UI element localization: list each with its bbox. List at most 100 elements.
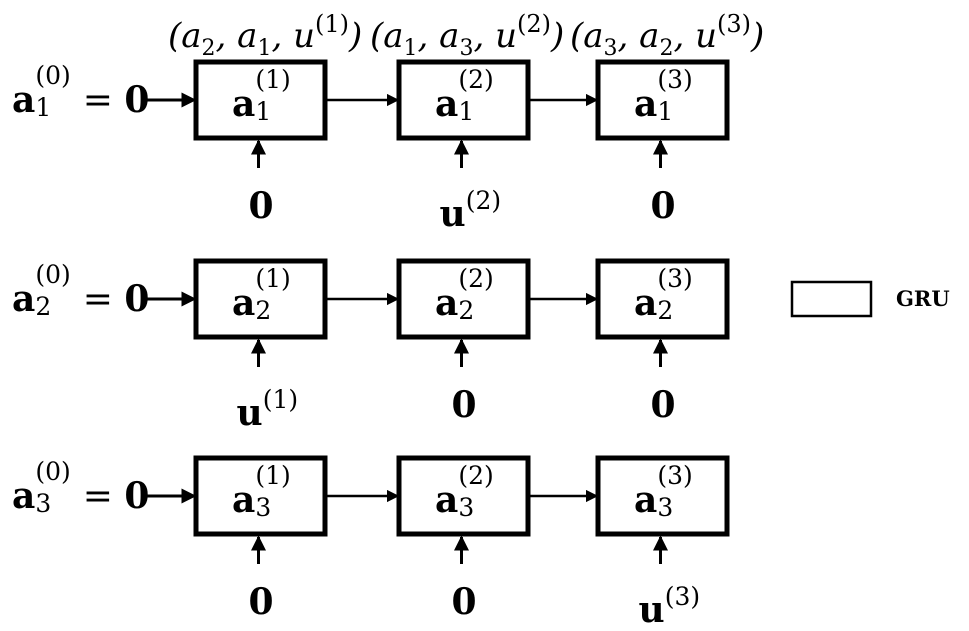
initial-state-symbol: a: [12, 278, 36, 320]
gru-cell-box: [396, 258, 531, 340]
initial-state-agent: 3: [35, 489, 52, 518]
input-symbol: 0: [248, 581, 274, 623]
edge-label-input: u: [495, 16, 517, 56]
hidden-state-label: a(3)2: [634, 266, 693, 325]
initial-state-indices: (0)3: [35, 459, 71, 518]
input-label: u(2): [440, 188, 502, 233]
hidden-state-agent: 3: [255, 493, 272, 522]
edge-label-input-step: (3): [716, 10, 751, 38]
input-label: 0: [452, 584, 477, 621]
initial-state-step: (0): [35, 457, 71, 486]
hidden-state-step: (2): [458, 65, 494, 94]
input-label: 0: [249, 584, 274, 621]
gru-cell-box: [595, 258, 730, 340]
initial-state-step: (0): [35, 61, 71, 90]
gru-cell-box: [396, 455, 531, 537]
input-symbol: 0: [248, 185, 274, 227]
edge-label-input-step: (2): [516, 10, 551, 38]
hidden-state-step: (3): [657, 461, 693, 490]
hidden-state-symbol: a: [435, 479, 459, 521]
initial-state-row-3: a(0)3 = 0: [12, 459, 150, 518]
edge-label-1: (a2, a1, u(1)): [168, 10, 363, 61]
edge-label-first-agent: a: [583, 16, 604, 56]
hidden-state-indices: (1)2: [255, 266, 291, 325]
hidden-state-indices: (3)3: [657, 463, 693, 522]
hidden-state-step: (3): [657, 264, 693, 293]
hidden-state-indices: (2)2: [458, 266, 494, 323]
hidden-state-step: (3): [657, 65, 693, 94]
initial-state-indices: (0)1: [35, 63, 71, 120]
legend-label: GRU: [896, 286, 950, 311]
hidden-state-label: a(2)3: [435, 463, 494, 521]
hidden-state-label: a(3)3: [634, 463, 693, 522]
gru-cell-box: [193, 59, 328, 141]
initial-state-indices: (0)2: [35, 262, 71, 321]
edge-label-3: (a3, a2, u(3)): [570, 10, 765, 61]
initial-state-symbol: a: [12, 79, 36, 121]
hidden-state-indices: (3)2: [657, 266, 693, 325]
input-step: (2): [465, 186, 502, 215]
edge-label-input-step: (1): [314, 10, 349, 38]
initial-state-zero: 0: [124, 79, 150, 121]
hidden-state-agent: 3: [657, 493, 674, 522]
edge-label-input: u: [695, 16, 717, 56]
hidden-state-indices: (1)3: [255, 463, 291, 522]
edge-label-input: u: [293, 16, 315, 56]
hidden-state-agent: 2: [255, 296, 272, 325]
gru-cell-box: [595, 59, 730, 141]
edge-label-second-agent: a: [639, 16, 660, 56]
hidden-state-step: (2): [458, 461, 494, 490]
legend-gru-box: [790, 280, 873, 318]
initial-state-row-1: a(0)1 = 0: [12, 63, 150, 121]
hidden-state-label: a(1)2: [232, 266, 291, 325]
input-symbol: 0: [650, 185, 676, 227]
edge-label-second-index: 2: [659, 36, 674, 61]
hidden-state-step: (1): [255, 65, 291, 94]
hidden-state-symbol: a: [435, 282, 459, 324]
gru-cell-box: [193, 455, 328, 537]
hidden-state-symbol: a: [232, 83, 256, 125]
edge-label-first-index: 2: [201, 36, 216, 61]
equals-sign: =: [82, 476, 113, 517]
hidden-state-indices: (2)3: [458, 463, 494, 520]
hidden-state-label: a(2)1: [435, 67, 494, 126]
hidden-state-label: a(1)1: [232, 67, 291, 125]
edge-label-first-index: 1: [403, 36, 418, 61]
hidden-state-label: a(3)1: [634, 67, 693, 126]
hidden-state-step: (1): [255, 264, 291, 293]
hidden-state-step: (2): [458, 264, 494, 293]
gru-cell-box: [396, 59, 531, 141]
input-step: (3): [664, 582, 701, 611]
input-symbol: 0: [451, 384, 477, 426]
input-label: u(3): [639, 584, 701, 629]
hidden-state-label: a(2)2: [435, 266, 494, 324]
edge-label-second-agent: a: [237, 16, 258, 56]
gru-cell-box: [193, 258, 328, 340]
initial-state-zero: 0: [124, 278, 150, 320]
hidden-state-agent: 1: [657, 97, 674, 126]
edge-label-first-agent: a: [383, 16, 404, 56]
hidden-state-agent: 2: [657, 296, 674, 325]
initial-state-step: (0): [35, 260, 71, 289]
edge-label-second-agent: a: [439, 16, 460, 56]
hidden-state-indices: (2)1: [458, 67, 494, 126]
edge-label-2: (a1, a3, u(2)): [370, 10, 565, 61]
edge-label-second-index: 1: [257, 36, 272, 61]
edge-label-first-index: 3: [603, 36, 618, 61]
initial-state-agent: 2: [35, 292, 52, 321]
initial-state-row-2: a(0)2 = 0: [12, 262, 150, 321]
initial-state-symbol: a: [12, 475, 36, 517]
input-label: 0: [651, 387, 676, 424]
hidden-state-indices: (1)1: [255, 67, 291, 124]
input-symbol: 0: [451, 581, 477, 623]
hidden-state-symbol: a: [634, 479, 658, 521]
initial-state-zero: 0: [124, 475, 150, 517]
input-label: 0: [651, 188, 676, 225]
hidden-state-agent: 1: [458, 97, 475, 126]
equals-sign: =: [82, 279, 113, 320]
input-symbol: u: [236, 392, 263, 434]
hidden-state-step: (1): [255, 461, 291, 490]
equals-sign: =: [82, 80, 113, 121]
hidden-state-label: a(1)3: [232, 463, 291, 522]
input-label: 0: [452, 387, 477, 424]
